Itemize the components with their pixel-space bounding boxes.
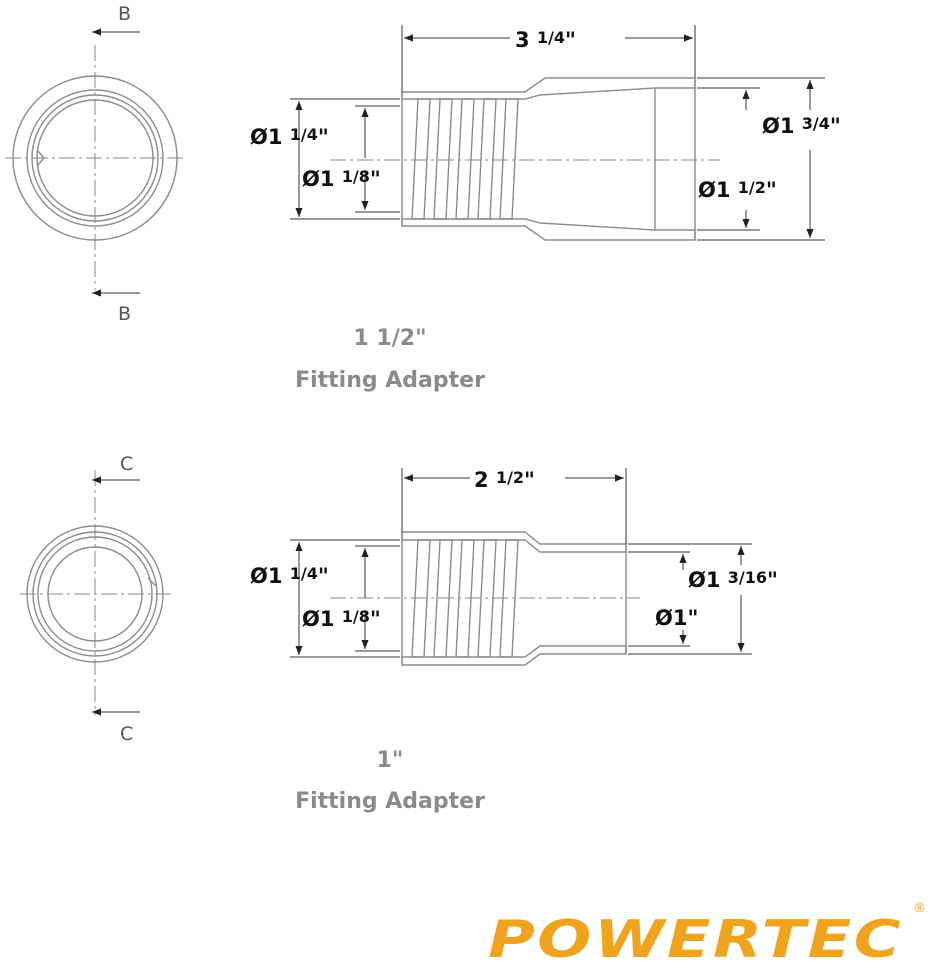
adapter-2-size-caption: 1"	[377, 748, 404, 773]
end-view-1: B B	[5, 3, 185, 325]
registered-mark: ®	[913, 901, 926, 916]
dimension-lines-1	[290, 25, 825, 241]
outer-diameter-left-2: Ø1 1/4"	[250, 564, 329, 588]
dimension-lines-2	[290, 468, 752, 658]
section-view-2	[330, 531, 640, 666]
powertec-logo: POWERTEC ®	[488, 901, 926, 970]
end-view-2: C C	[20, 453, 172, 745]
thread-ribs-2	[411, 539, 519, 658]
inner-diameter-left-1: Ø1 1/8"	[302, 167, 381, 191]
section-label-b-top: B	[118, 3, 131, 25]
section-label-b-bottom: B	[118, 303, 131, 325]
brand-logo-text: POWERTEC	[488, 910, 903, 970]
inner-diameter-left-2: Ø1 1/8"	[302, 607, 381, 631]
inner-diameter-right-2: Ø1"	[655, 606, 698, 630]
adapter-2-name-caption: Fitting Adapter	[295, 789, 485, 814]
adapter-1-name-caption: Fitting Adapter	[295, 368, 485, 393]
outer-diameter-right-1: Ø1 3/4"	[762, 114, 841, 138]
section-label-c-bottom: C	[120, 723, 133, 745]
inner-diameter-right-1: Ø1 1/2"	[698, 178, 777, 202]
length-dimension-2: 2 1/2"	[474, 468, 535, 492]
section-view-1	[330, 77, 720, 241]
adapter-1-size-caption: 1 1/2"	[353, 326, 426, 351]
section-label-c-top: C	[120, 453, 133, 475]
thread-ribs-1	[411, 98, 519, 220]
outer-diameter-right-2: Ø1 3/16"	[688, 568, 778, 592]
outer-diameter-left-1: Ø1 1/4"	[250, 125, 329, 149]
length-dimension-1: 3 1/4"	[515, 28, 576, 52]
